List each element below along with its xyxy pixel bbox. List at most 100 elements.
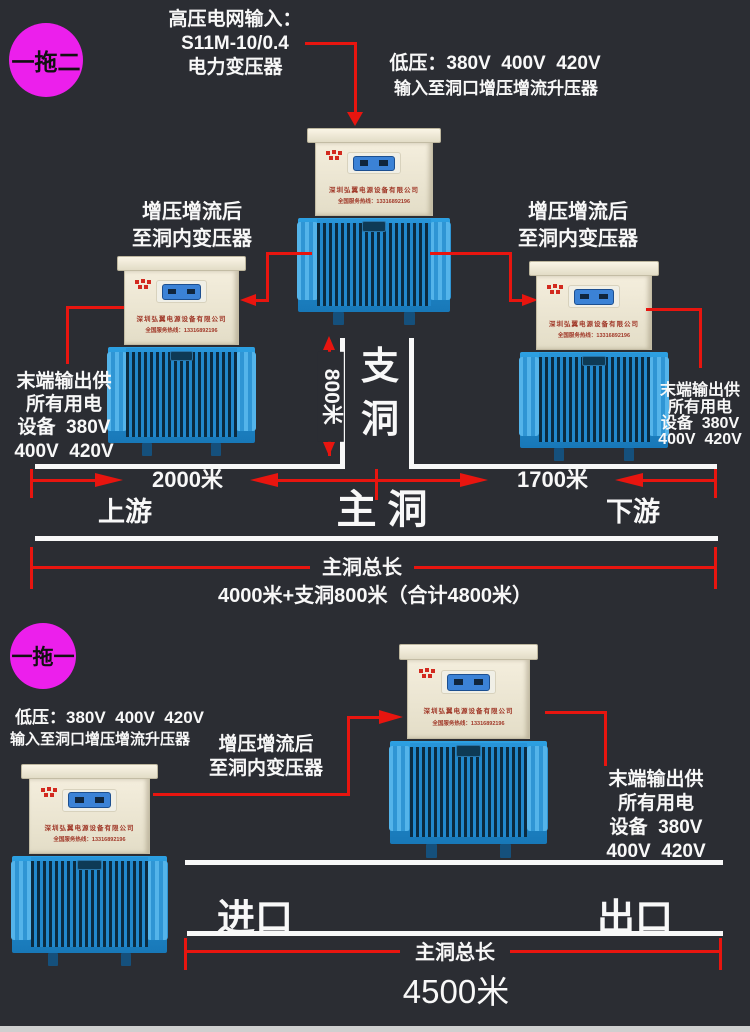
radiator-wing xyxy=(430,222,451,300)
dimension-tick xyxy=(714,547,717,589)
company-name: 深圳弘翼电源设备有限公司 xyxy=(548,321,639,329)
transformer-control-box: 深圳弘翼电源设备有限公司全国服务热线：13316892196 xyxy=(29,778,150,854)
transformer-tunnel-left: 深圳弘翼电源设备有限公司全国服务热线：13316892196 xyxy=(107,256,256,456)
hv-power-line xyxy=(305,42,357,45)
boost2-line1: 增压增流后 xyxy=(218,734,314,755)
section1-badge: 一拖二 xyxy=(9,23,83,97)
brand-logo-icon xyxy=(135,279,140,284)
transformer-foot xyxy=(554,448,565,461)
nameplate xyxy=(582,355,606,367)
cooling-fins xyxy=(538,353,650,442)
arrow-up-icon xyxy=(323,336,335,350)
dimension-tick xyxy=(184,938,187,970)
boost2-line2: 至洞内变压器 xyxy=(208,758,323,779)
radiator-wing xyxy=(389,746,411,831)
company-name: 深圳弘翼电源设备有限公司 xyxy=(423,708,514,716)
dimension-line xyxy=(643,479,714,482)
transformer-foot xyxy=(426,844,438,858)
tunnel2-wall-top xyxy=(185,860,723,865)
end2-line1: 末端输出供 xyxy=(608,769,704,790)
boost-right-line2: 至洞内变压器 xyxy=(518,228,638,250)
dimension-tick xyxy=(719,938,722,970)
dimension-line xyxy=(33,479,95,482)
end2-line3: 设备 380V xyxy=(609,817,703,838)
lv-input-line1: 低压：380V 400V 420V xyxy=(389,53,601,74)
end-right-line4: 400V 420V xyxy=(658,431,742,448)
arrow-down-icon xyxy=(347,112,363,126)
transformer-foot xyxy=(47,952,59,966)
end-left-line4: 400V 420V xyxy=(14,441,114,462)
main-tunnel-label: 主 洞 xyxy=(336,488,428,532)
cooling-fins xyxy=(409,742,528,838)
radiator-wing xyxy=(11,860,33,941)
transformer-control-box: 深圳弘翼电源设备有限公司全国服务热线：13316892196 xyxy=(314,141,434,216)
dimension-line xyxy=(510,950,719,953)
main-tunnel-wall-top xyxy=(35,464,345,469)
main-tunnel-wall-top xyxy=(409,464,717,469)
power-line xyxy=(347,716,350,796)
transformer-body xyxy=(11,855,168,953)
boost-left-line2: 至洞内变压器 xyxy=(132,228,252,250)
transformer-entrance-booster-2: 深圳弘翼电源设备有限公司全国服务热线：13316892196 xyxy=(11,764,168,966)
hv-power-line xyxy=(354,42,357,114)
voltage-display-screen xyxy=(68,792,111,809)
end-right-line3: 设备 380V xyxy=(660,415,740,432)
power-line xyxy=(254,299,268,302)
cooling-fins xyxy=(31,857,148,947)
transformer-body xyxy=(519,352,669,448)
transformer-control-box: 深圳弘翼电源设备有限公司全国服务热线：13316892196 xyxy=(124,270,239,345)
transformer-tunnel-2: 深圳弘翼电源设备有限公司全国服务热线：13316892196 xyxy=(389,644,548,858)
radiator-wing xyxy=(146,860,168,941)
service-hotline: 全国服务热线：13316892196 xyxy=(432,721,505,728)
dim-right-label: 1700米 xyxy=(517,467,588,492)
transformer-foot xyxy=(120,952,132,966)
voltage-display-screen xyxy=(447,673,490,691)
dimension-tick xyxy=(375,469,378,500)
hv-input-line2: S11M-10/0.4 xyxy=(181,33,289,54)
arrow-left-icon xyxy=(615,473,643,487)
section2-badge: 一拖一 xyxy=(10,623,76,689)
power-line xyxy=(266,252,312,255)
service-hotline: 全国服务热线：13316892196 xyxy=(53,837,126,844)
power-line xyxy=(646,308,702,311)
radiator-wing xyxy=(519,356,540,436)
transformer-lid xyxy=(21,764,158,780)
power-line xyxy=(509,252,512,302)
voltage-display-panel xyxy=(62,788,117,812)
voltage-display-screen xyxy=(161,283,202,300)
service-hotline: 全国服务热线：13316892196 xyxy=(337,199,411,206)
voltage-display-panel xyxy=(567,285,621,309)
power-line xyxy=(66,306,124,309)
arrow-left-icon xyxy=(250,473,278,487)
dimension-tick xyxy=(30,547,33,589)
power-line xyxy=(430,252,512,255)
service-hotline: 全国服务热线：13316892196 xyxy=(557,333,631,340)
cooling-fins xyxy=(317,219,431,306)
voltage-display-screen xyxy=(573,288,615,305)
transformer-foot xyxy=(332,312,344,325)
nameplate xyxy=(361,221,387,232)
lv-input-line2: 输入至洞口增压增流升压器 xyxy=(394,79,598,98)
dimension-line xyxy=(187,950,400,953)
dimension-line xyxy=(278,479,375,482)
company-name: 深圳弘翼电源设备有限公司 xyxy=(44,824,135,832)
arrow-right-icon xyxy=(460,473,488,487)
dimension-tick xyxy=(30,469,33,498)
service-hotline: 全国服务热线：13316892196 xyxy=(145,328,218,335)
total2-length-label: 主洞总长 xyxy=(415,942,495,964)
total-length-value: 4000米+支洞800米（合计4800米） xyxy=(217,585,533,607)
transformer-tunnel-right: 深圳弘翼电源设备有限公司全国服务热线：13316892196 xyxy=(519,261,669,461)
dim-left-label: 2000米 xyxy=(152,467,223,492)
transformer-body xyxy=(389,741,548,845)
dimension-tick xyxy=(714,469,717,498)
hv-input-line1: 高压电网输入： xyxy=(168,9,302,30)
nameplate xyxy=(77,859,102,871)
company-name: 深圳弘翼电源设备有限公司 xyxy=(328,187,419,195)
hv-input-line3: 电力变压器 xyxy=(187,57,283,78)
transformer-lid xyxy=(528,261,660,276)
company-name: 深圳弘翼电源设备有限公司 xyxy=(136,316,227,324)
brand-logo-icon xyxy=(326,151,331,156)
voltage-display-panel xyxy=(440,670,497,695)
transformer-lid xyxy=(399,644,538,661)
